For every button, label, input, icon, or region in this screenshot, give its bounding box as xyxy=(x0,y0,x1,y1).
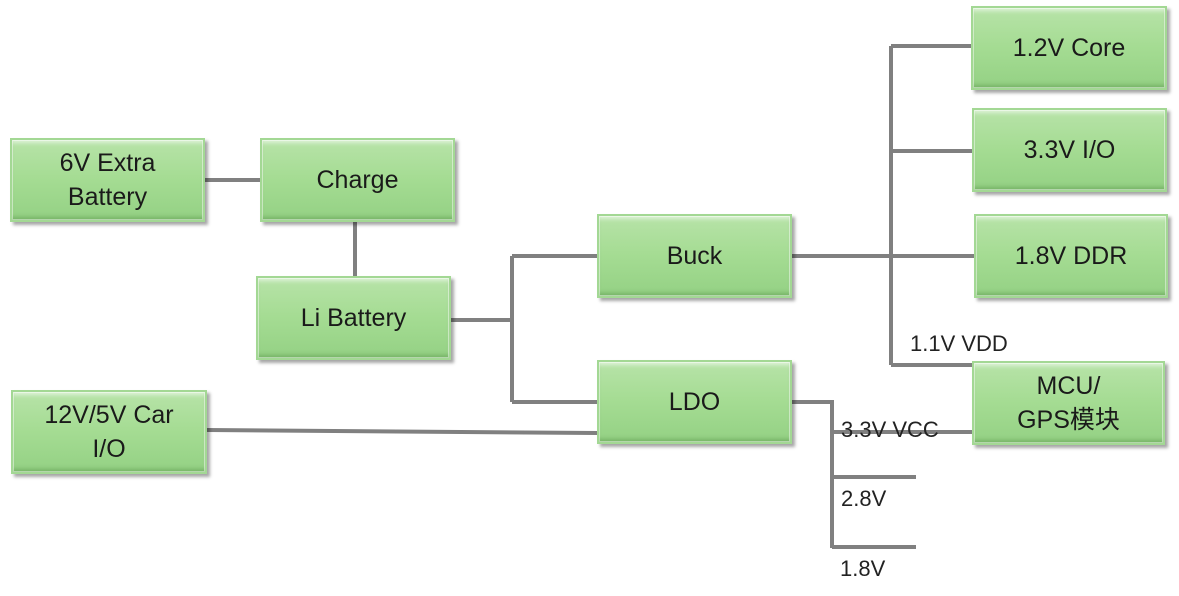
ddr-block: 1.8V DDR xyxy=(974,214,1168,298)
rail-label-vdd: 1.1V VDD xyxy=(910,331,1008,356)
core-block: 1.2V Core xyxy=(971,6,1167,90)
ldo-label: LDO xyxy=(668,388,721,416)
io-block: 3.3V I/O xyxy=(972,108,1167,192)
li-battery-label: Li Battery xyxy=(300,304,407,332)
rail-label-1v8: 1.8V xyxy=(840,556,886,581)
car-io-block: 12V/5V Car I/O xyxy=(11,390,207,474)
extra-battery-label: 6V Extra Battery xyxy=(59,149,156,211)
wire-car-to-ldo xyxy=(206,428,598,435)
mcu-gps-block: MCU/ GPS模块 xyxy=(972,361,1165,445)
ldo-block: LDO xyxy=(597,360,792,444)
extra-battery-block: 6V Extra Battery xyxy=(10,138,205,222)
io-label: 3.3V I/O xyxy=(1023,136,1116,164)
charge-block: Charge xyxy=(260,138,455,222)
core-label: 1.2V Core xyxy=(1012,34,1126,62)
buck-label: Buck xyxy=(666,242,723,270)
rail-label-2v8: 2.8V xyxy=(841,486,887,511)
mcu-gps-label: MCU/ GPS模块 xyxy=(1017,372,1120,434)
buck-block: Buck xyxy=(597,214,792,298)
ddr-label: 1.8V DDR xyxy=(1014,242,1128,270)
car-io-label: 12V/5V Car I/O xyxy=(44,401,174,463)
charge-label: Charge xyxy=(316,166,399,194)
li-battery-block: Li Battery xyxy=(256,276,451,360)
rail-label-vcc: 3.3V VCC xyxy=(841,417,939,442)
